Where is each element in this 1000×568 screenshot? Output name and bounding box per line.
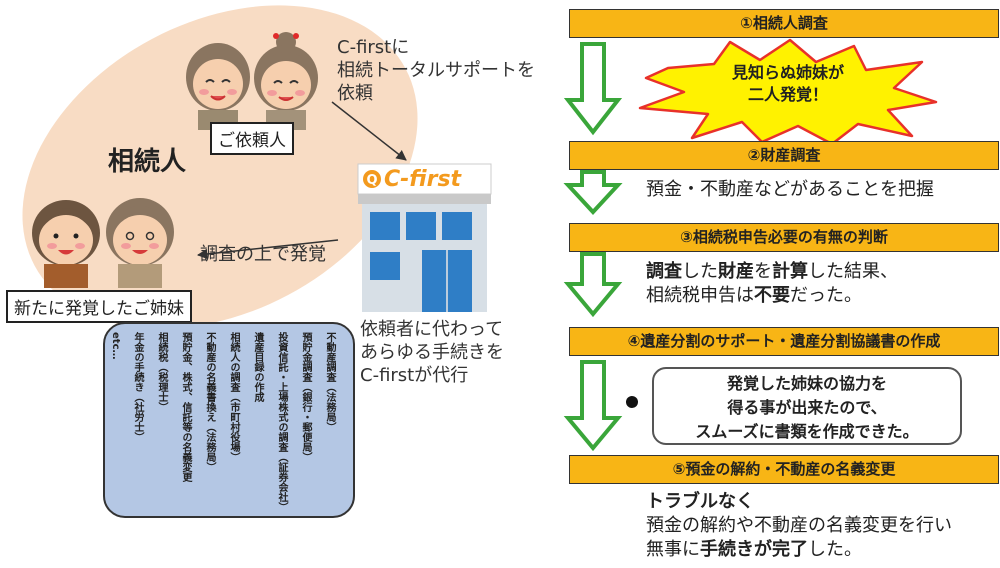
c-first-office-building: Q <box>357 163 492 312</box>
step-4-callout: 発覚した姉妹の協力を 得る事が出来たので、 スムーズに書類を作成できた。 <box>652 367 962 445</box>
callout-line: スムーズに書類を作成できた。 <box>695 422 919 441</box>
flow-arrows <box>196 101 407 260</box>
down-arrow-icon <box>563 170 623 215</box>
emphasis-text: 手続きが完了 <box>700 539 808 560</box>
step-arrows <box>563 42 623 452</box>
down-arrow-icon <box>563 360 623 452</box>
step-3-description: 調査した財産を計算した結果、 相続税申告は不要だった。 <box>646 260 898 308</box>
new-sisters-label: 新たに発覚したご姉妹 <box>6 290 192 323</box>
task-item: 遺産目録の作成 <box>252 332 263 402</box>
down-arrow-icon <box>563 252 623 318</box>
step-1-bar: ①相続人調査 <box>569 9 999 38</box>
new-sisters-illustration <box>32 198 174 288</box>
step-3-description-line: 調査した財産を計算した結果、 <box>646 260 898 284</box>
company-sign: C-first <box>384 167 462 192</box>
emphasis-text: 財産 <box>718 261 754 282</box>
task-item: 相続人の調査（市町村役場） <box>228 332 239 462</box>
agent-text-line: 依頼者に代わって <box>360 319 504 340</box>
request-arrow <box>331 101 407 161</box>
step-3-description-line: 相続税申告は不要だった。 <box>646 284 898 308</box>
agent-text: 依頼者に代わって あらゆる手続きを C-firstが代行 <box>360 318 504 387</box>
task-item: 不動産調査（法務局） <box>324 332 335 432</box>
agent-text-line: C-firstが代行 <box>360 365 469 386</box>
step-5-bar: ⑤預金の解約・不動産の名義変更 <box>569 455 999 484</box>
bullet-icon <box>626 396 638 408</box>
task-item: 相続税（税理士） <box>156 332 167 412</box>
agent-text-line: あらゆる手続きを <box>360 342 504 363</box>
callout-line: 発覚した姉妹の協力を <box>726 374 887 393</box>
burst-text: 見知らぬ姉妹が 二人発覚！ <box>718 62 858 106</box>
text: した結果、 <box>808 261 898 282</box>
discovery-burst <box>638 38 938 146</box>
step-5-description-line: トラブルなく <box>646 491 754 512</box>
text: した。 <box>808 539 862 560</box>
found-arrow <box>196 239 339 260</box>
text: 相続税申告は <box>646 285 754 306</box>
client-label: ご依頼人 <box>210 122 294 155</box>
emphasis-text: 不要 <box>754 285 790 306</box>
down-arrow-icon <box>563 42 623 136</box>
task-item: 年金の手続き（社労士） <box>132 332 143 442</box>
task-list-box: 不動産調査（法務局） 預貯金調査（銀行・郵便局） 投資信託・上場株式の調査（証券… <box>103 322 355 518</box>
found-text: 調査の上で発覚 <box>200 244 326 265</box>
text: した <box>682 261 718 282</box>
task-item: etc… <box>110 332 121 360</box>
step-5-description-line: 無事に手続きが完了した。 <box>646 538 952 562</box>
text: 無事に <box>646 539 700 560</box>
step-4-bar: ④遺産分割のサポート・遺産分割協議書の作成 <box>569 327 999 356</box>
emphasis-text: 計算 <box>772 261 808 282</box>
step-2-bar: ②財産調査 <box>569 141 999 170</box>
request-text-line: 相続トータルサポートを <box>337 60 535 81</box>
text: を <box>754 261 772 282</box>
step-2-description: 預金・不動産などがあることを把握 <box>646 179 934 200</box>
heir-label: 相続人 <box>108 147 187 177</box>
task-item: 預貯金調査（銀行・郵便局） <box>300 332 311 462</box>
task-item: 預貯金、株式、信託等の名義変更 <box>180 332 191 482</box>
text: だった。 <box>790 285 862 306</box>
emphasis-text: 調査 <box>646 261 682 282</box>
step-5-description: トラブルなく 預金の解約や不動産の名義変更を行い 無事に手続きが完了した。 <box>646 490 952 562</box>
burst-text-line: 見知らぬ姉妹が <box>731 63 844 82</box>
request-text: C-firstに 相続トータルサポートを 依頼 <box>337 36 535 105</box>
task-item: 投資信託・上場株式の調査（証券会社） <box>276 332 287 512</box>
burst-text-line: 二人発覚！ <box>747 85 828 104</box>
request-text-line: 依頼 <box>337 83 373 104</box>
callout-line: 得る事が出来たので、 <box>727 398 887 417</box>
step-3-bar: ③相続税申告必要の有無の判断 <box>569 223 999 252</box>
svg-text:Q: Q <box>366 173 377 188</box>
step-5-description-line: 預金の解約や不動産の名義変更を行い <box>646 515 952 536</box>
task-item: 不動産の名義書換え（法務局） <box>204 332 215 472</box>
request-text-line: C-firstに <box>337 37 410 58</box>
